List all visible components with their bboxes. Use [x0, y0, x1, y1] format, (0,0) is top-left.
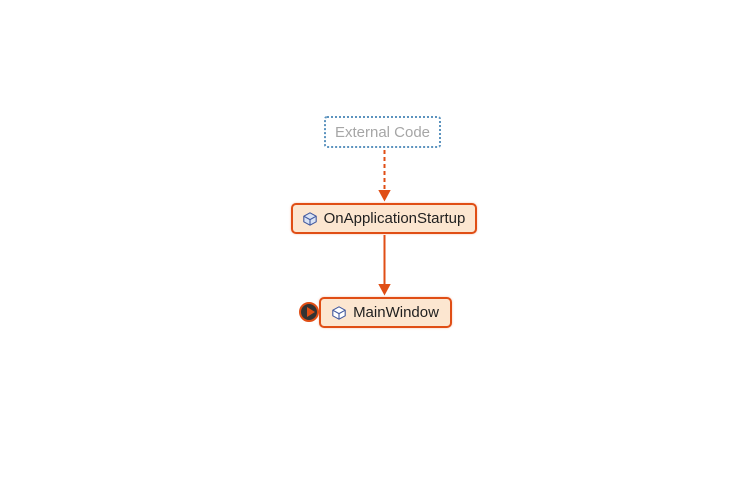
node-main-window[interactable]: MainWindow [319, 297, 452, 328]
node-external-code-label: External Code [334, 123, 431, 141]
node-on-application-startup[interactable]: OnApplicationStartup [291, 203, 477, 234]
right-arrow-icon [307, 307, 315, 317]
expand-incoming-links-badge[interactable] [299, 302, 319, 322]
node-main-window-label: MainWindow [353, 304, 439, 321]
node-external-code[interactable]: External Code [324, 116, 441, 148]
node-on-application-startup-label: OnApplicationStartup [323, 210, 466, 227]
cube-icon [302, 211, 317, 226]
cube-outline-icon [332, 305, 346, 320]
edge-startup-to-mainwindow[interactable] [378, 235, 391, 296]
edge-external-to-startup[interactable] [378, 150, 391, 202]
